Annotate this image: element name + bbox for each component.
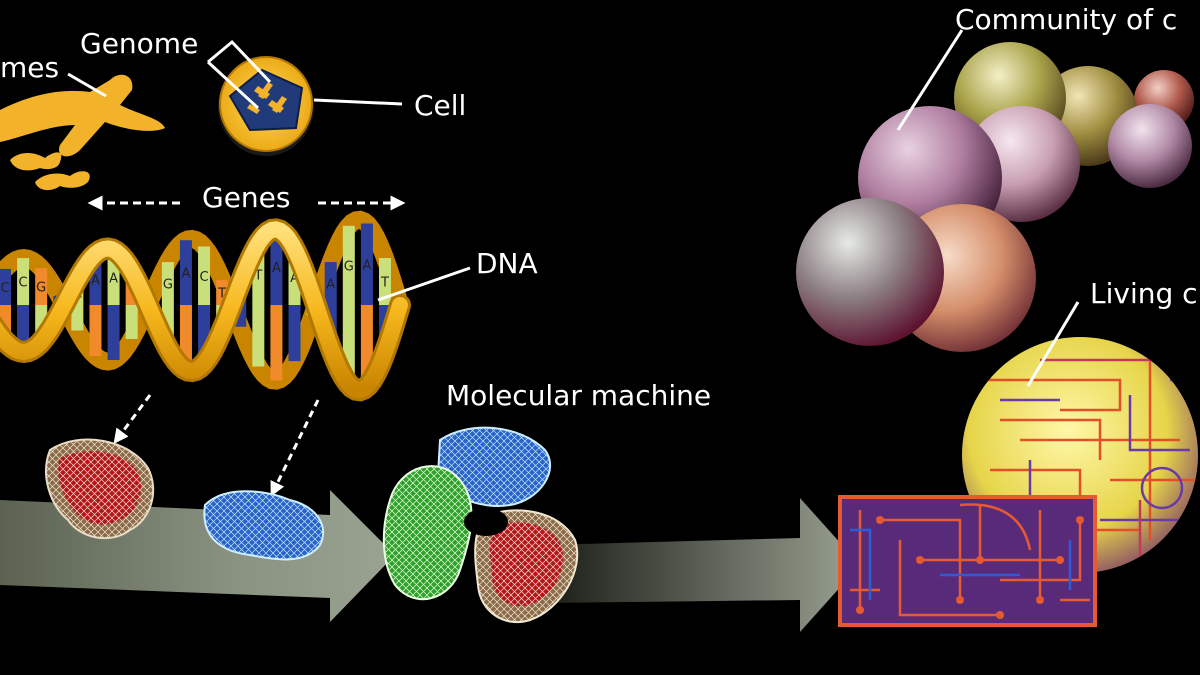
dna-base-pair-lower xyxy=(0,305,11,342)
dna-base-pair-lower xyxy=(270,305,283,381)
dna-base-pair-upper xyxy=(379,258,391,305)
dna-base-pair-upper xyxy=(161,262,174,305)
dna-base-pair-lower xyxy=(125,305,138,340)
dna-base-letter: A xyxy=(290,271,299,286)
chromosomes-label: mes xyxy=(0,51,60,84)
dna-base-pair-lower xyxy=(252,305,265,367)
dna-base-letter: A xyxy=(109,272,118,287)
genome-leader-line xyxy=(207,39,272,84)
molecular-machine-label: Molecular machine xyxy=(446,379,712,412)
dna-base-pair-upper xyxy=(342,225,355,305)
genome-icon xyxy=(247,82,287,114)
dna-base-letter: C xyxy=(19,276,28,291)
dna-base-pair-upper xyxy=(270,229,283,305)
dna-base-letter: G xyxy=(344,259,354,274)
genome-label: Genome xyxy=(80,27,199,60)
chromosomes-leader-line xyxy=(67,72,107,98)
dna-to-protein-arrow-2 xyxy=(270,399,320,497)
community-label: Community of c xyxy=(955,3,1178,36)
community-leader-line xyxy=(896,29,964,131)
dna-base-letter: C xyxy=(0,281,9,296)
dna-base-letter: G xyxy=(163,278,173,293)
dna-base-letter: A xyxy=(91,274,100,289)
dna-base-letter: A xyxy=(362,258,371,273)
living-cell-leader-line xyxy=(1026,301,1080,387)
dna-base-pair-upper xyxy=(198,246,211,305)
dna-base-pair-upper xyxy=(0,268,11,305)
dna-base-letter: A xyxy=(326,278,335,293)
chromosome-icon xyxy=(0,74,165,191)
cell-leader-line xyxy=(313,98,403,106)
dna-base-letter: T xyxy=(380,276,389,291)
dna-base-letter: A xyxy=(181,267,190,282)
dna-base-letter: A xyxy=(272,261,281,276)
dna-base-pair-upper xyxy=(360,223,373,305)
genome-leader-line-2 xyxy=(206,60,260,110)
genes-label: Genes xyxy=(202,181,291,214)
protein-red xyxy=(45,438,155,540)
cell-icon xyxy=(218,56,314,156)
dna-base-pair-lower xyxy=(71,305,84,331)
dna-base-pair-lower xyxy=(89,305,102,356)
molecular-machine xyxy=(382,426,579,624)
dna-base-letter: C xyxy=(200,270,209,285)
dna-base-letter: T xyxy=(253,268,262,283)
process-arrow-right xyxy=(545,498,860,632)
living-cell-label: Living c xyxy=(1090,277,1198,310)
dna-base-pair-upper xyxy=(17,258,30,305)
cell-community xyxy=(796,42,1194,352)
dna-front-strand xyxy=(0,221,408,399)
circuit-board xyxy=(838,495,1097,627)
dna-base-pair-lower xyxy=(107,305,120,360)
cell-label: Cell xyxy=(414,89,467,122)
dna-base-pair-upper xyxy=(179,240,192,305)
dna-leader-line xyxy=(377,266,471,302)
dna-base-pair-upper xyxy=(252,243,265,305)
protein-blue xyxy=(203,490,325,561)
dna-base-pair-lower xyxy=(288,305,301,362)
dna-base-letter: T xyxy=(217,286,226,301)
dna-to-protein-arrow-1 xyxy=(113,394,152,445)
dna-base-pair-upper xyxy=(35,268,48,305)
dna-label: DNA xyxy=(476,247,538,280)
dna-base-pair-upper xyxy=(324,262,337,305)
dna-base-letter: G xyxy=(36,281,46,296)
